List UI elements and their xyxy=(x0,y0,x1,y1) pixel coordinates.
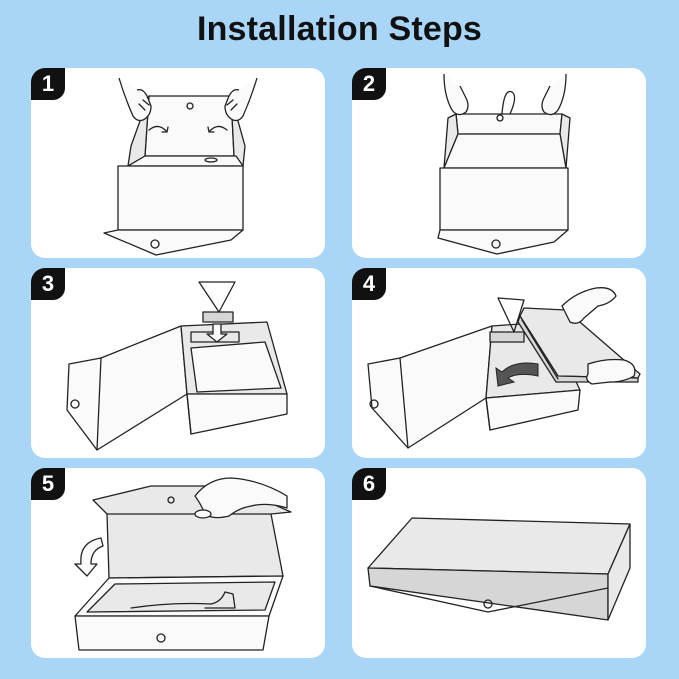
step-6-panel: 6 xyxy=(352,468,646,658)
step-2-panel: 2 xyxy=(352,68,646,258)
step-number-badge: 4 xyxy=(352,268,386,300)
step-5-illustration xyxy=(74,477,292,651)
step-number-badge: 2 xyxy=(352,68,386,100)
step-5-panel: 5 xyxy=(31,468,325,658)
step-4-illustration xyxy=(367,287,641,449)
step-number-badge: 5 xyxy=(31,468,65,500)
step-1-illustration xyxy=(103,77,258,256)
step-number-badge: 1 xyxy=(31,68,65,100)
step-2-illustration xyxy=(437,73,571,255)
step-1-panel: 1 xyxy=(31,68,325,258)
page-title: Installation Steps xyxy=(196,10,483,48)
step-number-badge: 3 xyxy=(31,268,65,300)
step-3-panel: 3 xyxy=(31,268,325,458)
step-3-illustration xyxy=(66,281,288,451)
step-4-panel: 4 xyxy=(352,268,646,458)
step-6-illustration xyxy=(367,517,631,621)
step-number-badge: 6 xyxy=(352,468,386,500)
